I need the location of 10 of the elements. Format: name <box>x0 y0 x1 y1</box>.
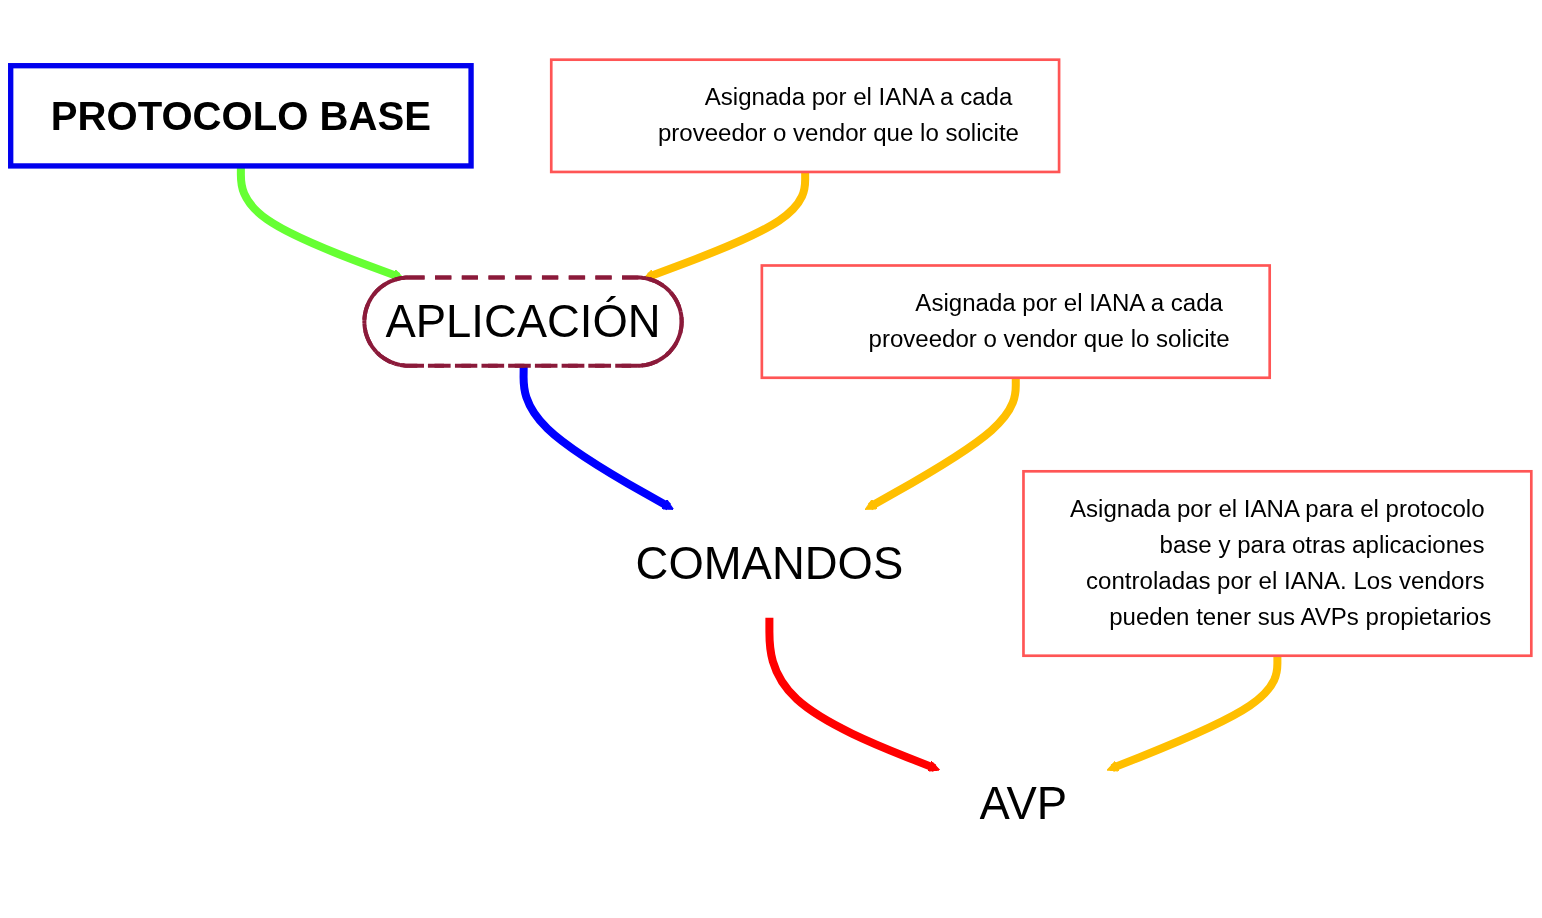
arrow <box>765 618 941 773</box>
arrow <box>1106 656 1282 773</box>
node-box: Asignada por el IANA para el protocolo base y para otras aplicaciones controladas por el IANA. Los vendors pueden tener sus AVPs propietarios <box>1022 470 1533 658</box>
arrow <box>643 172 810 281</box>
node-box: Asignada por el IANA a cada proveedor o vendor que lo solicite <box>760 264 1272 380</box>
node-box: Asignada por el IANA a cada proveedor o vendor que lo solicite <box>549 58 1061 174</box>
node-box: PROTOCOLO BASE <box>8 63 474 169</box>
node-text: COMANDOS <box>635 537 904 589</box>
node-text: AVP <box>979 777 1068 829</box>
arrow <box>864 378 1020 511</box>
